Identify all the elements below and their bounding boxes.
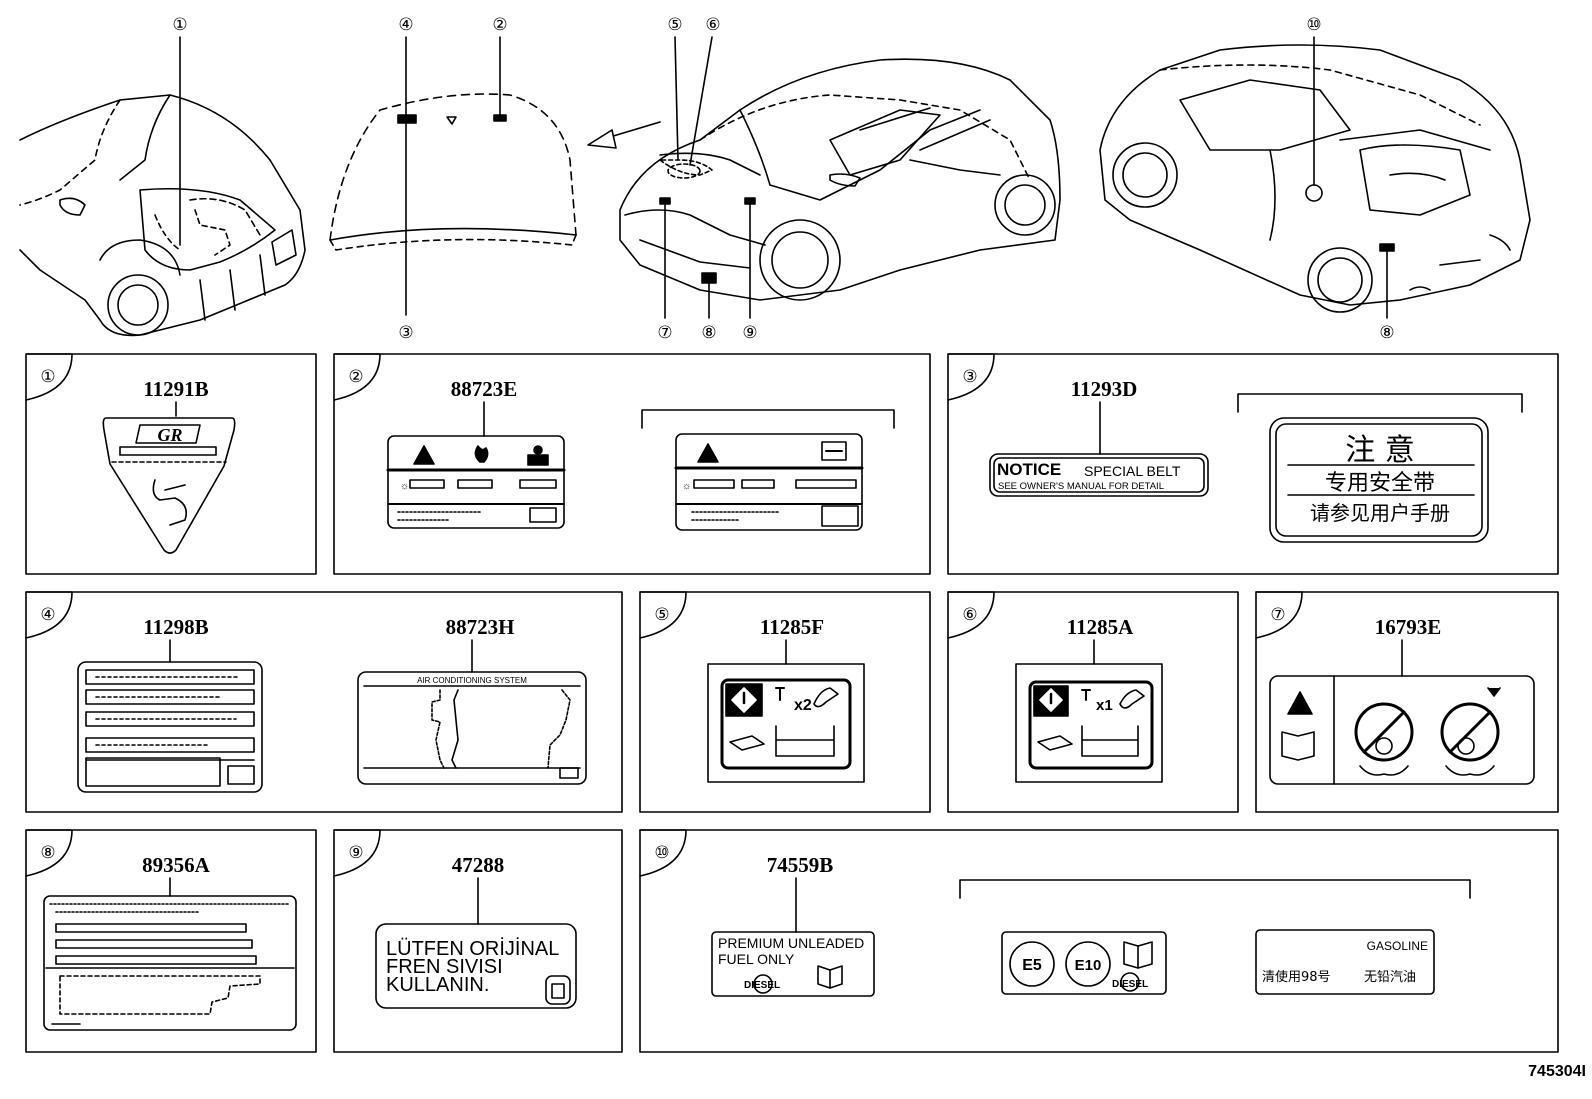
panel-2: ② 88723E ☼ [333,353,931,575]
coolant-label-x1: x1 [1015,663,1163,783]
cn-title: 注 意 [1345,433,1415,468]
see-manual-text: SEE OWNER'S MANUAL FOR DETAIL [998,481,1164,492]
panel-7: ⑦ 16793E [1255,591,1559,813]
callout-2: ② [492,15,507,35]
diesel-text-b: DIESEL [1112,979,1148,990]
callout-5: ⑤ [667,15,682,35]
hood-detail-illustration [329,93,577,251]
panel-5-callout: ⑤ [654,605,669,625]
chinese-belt-notice-label: 注 意 专用安全带 请参见用户手册 [1269,417,1489,543]
panel-10-callout: ⑩ [654,843,669,863]
panel-9-part-number: 47288 [452,853,505,877]
cn-line-1: 专用安全带 [1325,471,1435,496]
panel-1-callout: ① [40,367,55,387]
panel-10-part-number: 74559B [767,853,834,877]
panel-1-part-number: 11291B [143,377,208,401]
gr-logo-text: GR [157,425,182,445]
svg-text:☼: ☼ [400,481,409,492]
panel-6-part-number: 11285A [1067,615,1134,639]
callout-7: ⑦ [657,323,672,343]
callout-4: ④ [398,15,413,35]
gr-emblem-label: GR [102,417,236,554]
coolant-label-x2: x2 [707,663,865,783]
warning-label-b: ☼ [674,433,864,531]
e5-e10-label: E5 E10 DIESEL [1001,931,1167,995]
callout-8: ⑧ [701,323,716,343]
panel-8: ⑧ 89356A [25,829,317,1053]
callout-8-rear: ⑧ [1379,323,1394,343]
callout-10: ⑩ [1306,15,1321,35]
airbag-warning-label [1269,675,1535,785]
panel-8-part-number: 89356A [142,853,211,877]
callout-6: ⑥ [705,15,720,35]
ac-system-label-88723h: AIR CONDITIONING SYSTEM [357,671,587,785]
car-front-quarter-illustration [619,58,1061,301]
panel-2-part-number: 88723E [451,377,518,401]
callout-9: ⑨ [742,323,757,343]
panel-8-callout: ⑧ [40,843,55,863]
brake-fluid-line-1: LÜTFEN ORİJİNAL [386,937,559,960]
gasoline-text: GASOLINE [1367,939,1428,953]
panel-4-part-number-b: 88723H [446,615,515,639]
panel-4-part-number-a: 11298B [143,615,208,639]
coolant-count-x2: x2 [794,697,812,714]
bumper-info-label [43,895,297,1031]
brake-fluid-line-2: FREN SIVISI [386,956,503,978]
info-label-11298b [77,661,263,793]
panel-6: ⑥ 11285A x1 [947,591,1239,813]
panel-10: ⑩ 74559B PREMIUM UNLEADED FUEL ONLY DIES… [639,829,1559,1053]
diesel-text-a: DIESEL [744,980,780,991]
special-belt-text: SPECIAL BELT [1084,463,1181,479]
panel-6-callout: ⑥ [962,605,977,625]
notice-heading: NOTICE [997,460,1061,479]
e10-text: E10 [1075,957,1102,974]
panel-2-callout: ② [348,367,363,387]
panel-7-callout: ⑦ [1270,605,1285,625]
brake-fluid-line-3: KULLANIN. [386,974,489,996]
panel-3-callout: ③ [962,367,977,387]
callout-leaders [179,36,1388,319]
cn-fuel-a: 清使用98号 [1262,969,1331,985]
callout-3: ③ [398,323,413,343]
premium-unleaded-label: PREMIUM UNLEADED FUEL ONLY DIESEL [711,931,875,997]
callout-1: ① [172,15,187,35]
panel-4-callout: ④ [40,605,55,625]
panel-7-part-number: 16793E [1375,615,1442,639]
callout-markers: ① ④ ② ③ ⑤ ⑥ ⑦ ⑧ ⑨ ⑩ ⑧ [172,15,1394,343]
fuel-line-1: PREMIUM UNLEADED [718,935,864,951]
warning-label-a: ☼ [386,435,566,529]
car-front-left-illustration [19,94,306,337]
special-belt-notice-label: NOTICE SPECIAL BELT SEE OWNER'S MANUAL F… [989,453,1209,497]
panel-9-callout: ⑨ [348,843,363,863]
panel-5-part-number: 11285F [760,615,824,639]
panel-1: ① 11291B GR [25,353,317,575]
e5-text: E5 [1022,957,1042,974]
panel-9: ⑨ 47288 LÜTFEN ORİJİNAL FREN SIVISI KULL… [333,829,623,1053]
diagram-id: 745304I [1528,1063,1586,1080]
ac-system-title: AIR CONDITIONING SYSTEM [417,676,527,685]
panel-3: ③ 11293D NOTICE SPECIAL BELT SEE OWNER'S… [947,353,1559,575]
fuel-line-2: FUEL ONLY [718,951,795,967]
coolant-count-x1: x1 [1096,697,1113,714]
direction-arrow [587,121,661,149]
car-rear-quarter-illustration [1099,44,1531,313]
panel-5: ⑤ 11285F x2 [639,591,931,813]
cn-fuel-b: 无铅汽油 [1364,970,1416,985]
brake-fluid-label: LÜTFEN ORİJİNAL FREN SIVISI KULLANIN. [375,923,577,1009]
svg-text:☼: ☼ [682,481,691,492]
panel-3-part-number: 11293D [1071,377,1138,401]
cn-line-2: 请参见用户手册 [1310,501,1450,525]
gasoline-cn-label: GASOLINE 清使用98号 无铅汽油 [1255,929,1435,995]
panel-4: ④ 11298B 88723H AIR CONDITIONING SYSTEM [25,591,623,813]
